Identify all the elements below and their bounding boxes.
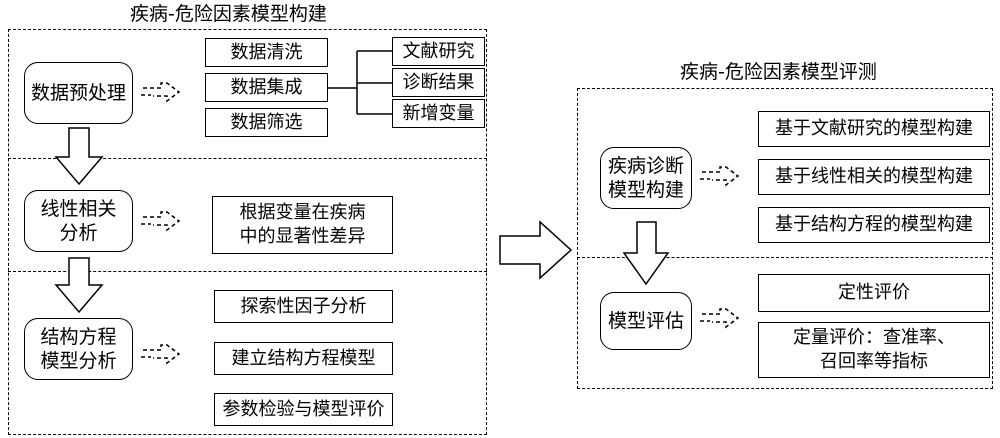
qualitative-evaluation-box: 定性评价 [758,274,990,312]
model-evaluation-node: 模型评估 [600,292,692,350]
sem-analysis-node: 结构方程 模型分析 [24,318,133,380]
dashed-arrow-preprocess [140,82,180,102]
source-literature-box: 文献研究 [392,37,485,66]
data-integration-box: 数据集成 [205,73,328,102]
source-new-variable-box: 新增变量 [392,99,485,128]
panel-transition-arrow [499,220,573,280]
down-arrow-2 [54,257,104,314]
sem-model-box: 基于结构方程的模型构建 [758,207,990,243]
right-section-divider [577,257,993,258]
left-panel-frame [8,29,487,435]
dashed-arrow-construction [699,166,739,186]
source-diagnosis-box: 诊断结果 [392,68,485,97]
data-preprocessing-node: 数据预处理 [24,62,133,124]
data-filtering-box: 数据筛选 [205,108,328,137]
linear-correlation-node: 线性相关 分析 [24,190,133,252]
diagnosis-model-node: 疾病诊断 模型构建 [600,147,692,209]
down-arrow-1 [54,127,104,186]
sources-bracket [328,50,392,115]
down-arrow-right [622,221,670,286]
dashed-arrow-sem [140,344,180,364]
dashed-arrow-evaluation [699,308,739,328]
left-panel-title: 疾病-危险因素模型构建 [130,3,327,25]
left-section-divider-1 [8,158,487,159]
build-sem-box: 建立结构方程模型 [214,342,393,375]
exploratory-factor-box: 探索性因子分析 [214,290,393,323]
correlation-model-box: 基于线性相关的模型构建 [758,159,990,195]
literature-model-box: 基于文献研究的模型构建 [758,111,990,147]
right-panel-title: 疾病-危险因素模型评测 [680,61,877,83]
data-cleaning-box: 数据清洗 [205,38,328,67]
left-section-divider-2 [8,271,487,272]
parameter-test-box: 参数检验与模型评价 [214,393,393,426]
dashed-arrow-correlation [140,211,180,231]
significance-result-box: 根据变量在疾病 中的显著性差异 [212,196,393,254]
quantitative-evaluation-box: 定量评价：查准率、 召回率等指标 [758,322,990,378]
right-panel-frame [577,88,993,389]
